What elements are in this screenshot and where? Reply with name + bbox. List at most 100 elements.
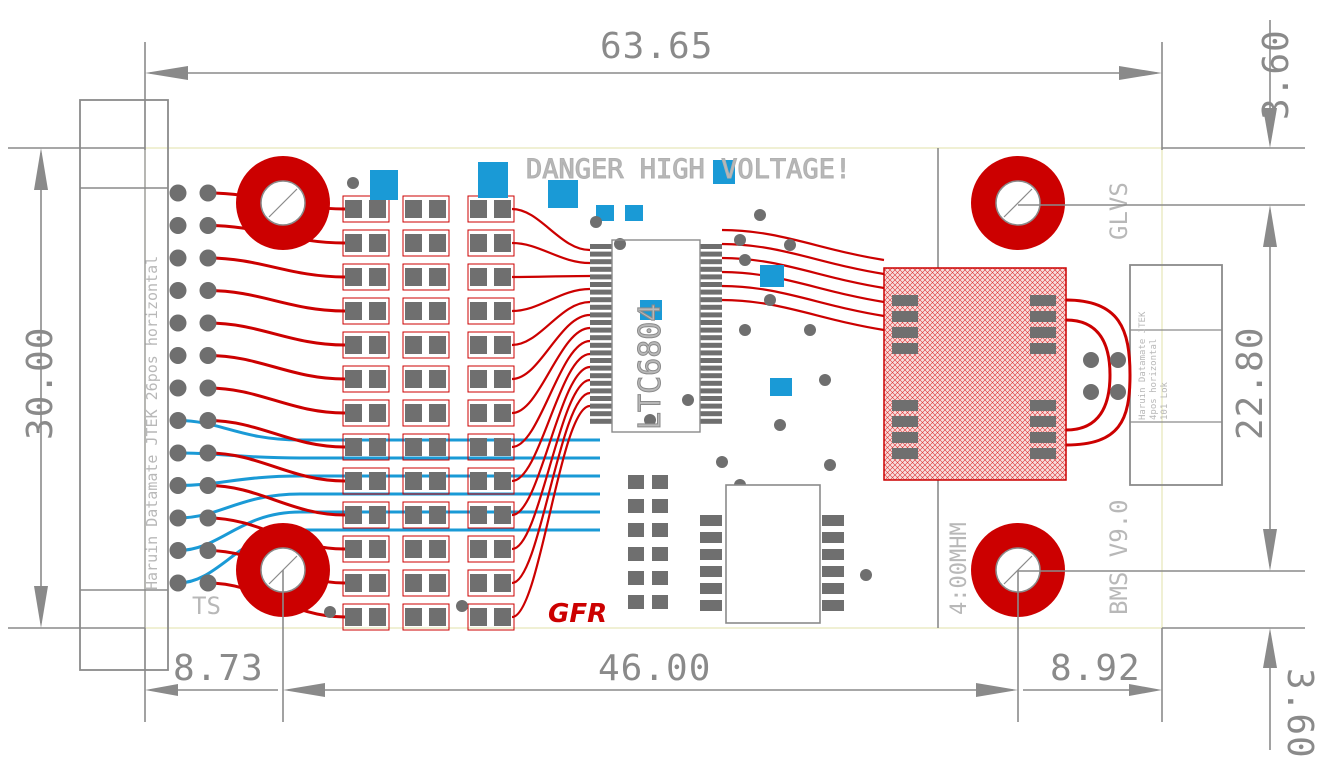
smd-pad — [628, 547, 644, 561]
ic-pin — [700, 342, 722, 348]
ic-ltc6804-outline — [611, 239, 701, 433]
ic-pin — [590, 365, 612, 371]
ic-pin — [590, 373, 612, 379]
smd-pad — [494, 302, 511, 320]
trace-top — [511, 207, 591, 252]
connector-pin — [169, 347, 187, 364]
connector-pin — [199, 184, 217, 202]
via — [824, 459, 836, 471]
smd-pad — [652, 595, 668, 609]
ic-pin — [700, 297, 722, 303]
smd-pad — [345, 234, 362, 252]
smd-pad — [429, 200, 446, 218]
connector-pin — [199, 444, 217, 462]
pad-outline — [467, 569, 515, 597]
ic-pin — [700, 411, 722, 417]
smd-pad — [405, 472, 422, 490]
smd-pad — [369, 268, 386, 286]
smd-pad — [405, 438, 422, 456]
ic-pin — [822, 549, 844, 560]
vertical-part-label: 4:00MHM — [947, 522, 972, 615]
ic-pin — [700, 266, 722, 272]
trace-top — [207, 256, 346, 279]
trace-top — [721, 284, 885, 318]
trace-top — [511, 378, 591, 551]
smd-pad — [628, 499, 644, 513]
ic-pin — [700, 320, 722, 325]
smd-pad — [369, 336, 386, 354]
ic-pin — [590, 418, 612, 424]
smd-pad — [470, 404, 487, 422]
ic-pin — [590, 251, 612, 257]
pad-outline — [467, 433, 515, 461]
pad-outline — [342, 195, 390, 223]
via — [734, 234, 746, 246]
smd-pad — [345, 404, 362, 422]
smd-pad — [494, 234, 511, 252]
dimension-left-height: 30.00 — [8, 147, 145, 629]
pad-outline — [402, 195, 450, 223]
connector-pins — [169, 184, 1126, 592]
via — [774, 419, 786, 431]
connector-pin — [199, 249, 217, 267]
connector-pin — [169, 184, 187, 202]
pad-outline — [402, 603, 450, 631]
smd-pad — [470, 506, 487, 524]
pad-outline — [342, 603, 390, 631]
smd-pad — [494, 608, 511, 626]
smd-pad — [429, 540, 446, 558]
trace-top — [511, 300, 591, 347]
ic-pin — [700, 583, 722, 594]
connector-pin — [1110, 384, 1126, 400]
smd-pad — [429, 336, 446, 354]
pad-outline — [402, 331, 450, 359]
dim-right-bottom-text: 3.60 — [1279, 668, 1320, 759]
trace-top — [207, 321, 346, 347]
via — [754, 209, 766, 221]
connector-pin — [169, 509, 187, 527]
ic-pin — [700, 388, 722, 394]
via — [739, 324, 751, 336]
smd-pad — [345, 370, 362, 388]
pad-outline — [342, 535, 390, 563]
pour-pad — [892, 400, 918, 411]
trace-bottom — [177, 492, 600, 520]
bottom-pad — [596, 205, 614, 221]
via — [819, 374, 831, 386]
trace-top — [1065, 298, 1132, 447]
smd-pad — [429, 370, 446, 388]
trace-top — [207, 289, 346, 313]
pad-outline — [402, 365, 450, 393]
smd-pad — [652, 547, 668, 561]
ic-pin — [700, 600, 722, 611]
smd-pad — [345, 200, 362, 218]
ic-pin — [590, 274, 612, 280]
smd-pad — [470, 540, 487, 558]
bottom-pad — [770, 378, 792, 396]
smd-pad — [345, 472, 362, 490]
pad-outline — [467, 297, 515, 325]
ic-pin — [700, 566, 722, 577]
hole-mark — [1003, 188, 1033, 218]
ic-pin — [700, 358, 722, 363]
ic-pin — [590, 312, 612, 318]
smd-pad — [494, 472, 511, 490]
ic-pin — [590, 266, 612, 272]
right-connector-label-3: 101 Lok — [1160, 381, 1170, 420]
smd-pad — [405, 404, 422, 422]
pour-pad — [1030, 311, 1056, 322]
right-connector-label-1: Haruin Datamate JTEK — [1138, 311, 1148, 420]
smd-pad — [369, 438, 386, 456]
bottom-pad — [625, 205, 643, 221]
pour-pad — [1030, 400, 1056, 411]
via — [682, 394, 694, 406]
smd-pad — [470, 472, 487, 490]
via — [347, 177, 359, 189]
trace-bottom — [177, 510, 600, 552]
ic-pin — [590, 304, 612, 310]
smd-pad — [494, 540, 511, 558]
pour-pad — [892, 448, 918, 459]
trace-top — [511, 326, 591, 415]
ic-pin — [700, 403, 722, 409]
